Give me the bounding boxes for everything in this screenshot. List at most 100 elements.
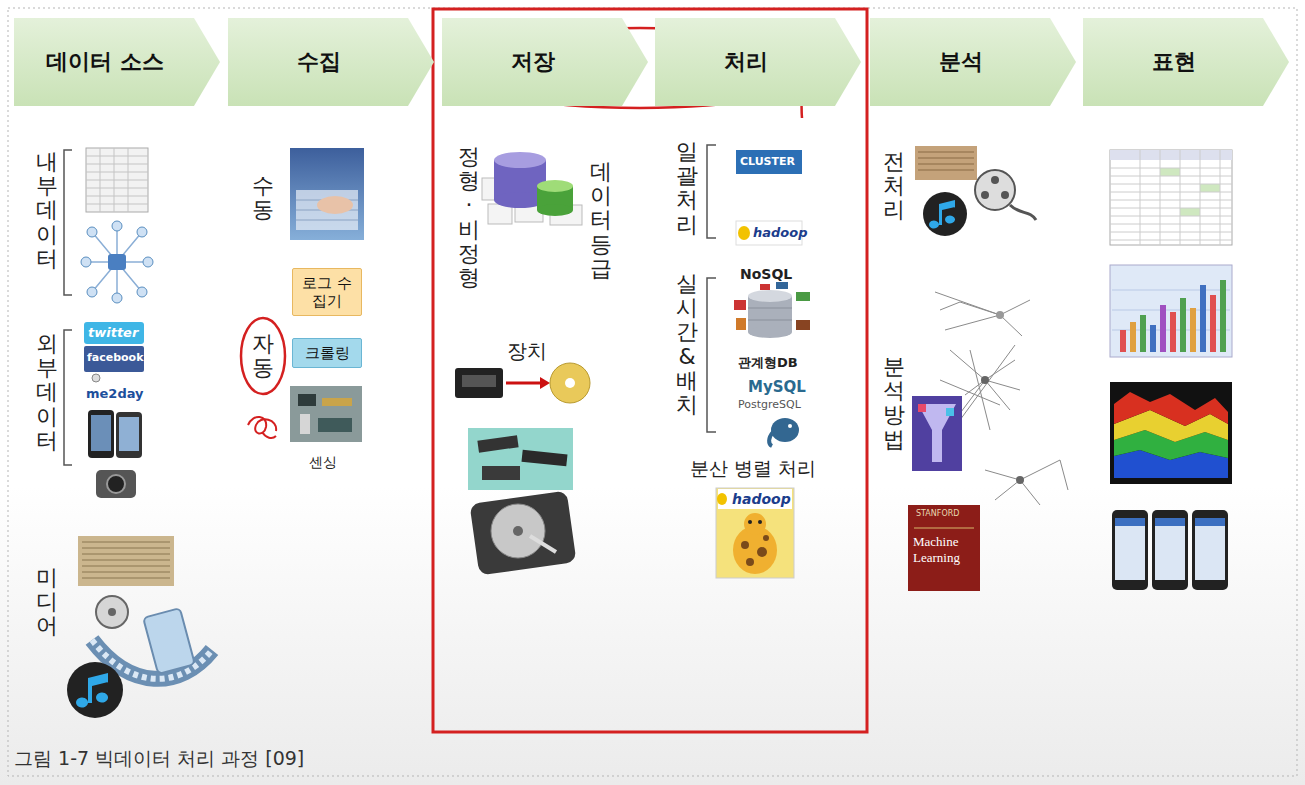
- process-chevron: 데이터 소스: [14, 18, 220, 106]
- vertical-label: 수동: [252, 174, 274, 222]
- node-text: 분석: [939, 49, 983, 75]
- spreadsheet-image: [1110, 150, 1232, 245]
- network-image: [87, 227, 97, 237]
- network-image: [108, 254, 126, 270]
- network-image: [86, 226, 148, 298]
- phone-image: [88, 410, 142, 458]
- sensor-board-image: [322, 398, 352, 406]
- red-annotation: [241, 9, 867, 732]
- logo-text: twitter: [88, 325, 138, 340]
- mobile-screen-image: [1115, 518, 1145, 580]
- preprocess-image: [929, 200, 955, 228]
- analysis-image: [981, 376, 989, 384]
- phone-image: [116, 412, 142, 458]
- data-table-image: [86, 148, 148, 212]
- laptop-image: [290, 148, 364, 240]
- storage-device-image: [550, 363, 590, 403]
- node-text: 저장: [511, 49, 555, 75]
- surface-plot-image: [1114, 392, 1228, 426]
- preprocess-image: [915, 146, 1036, 236]
- node-text: 데이터 소스: [46, 49, 164, 75]
- chevron-shape: [870, 18, 1076, 106]
- preprocess-image: [1001, 191, 1009, 199]
- mobile-screen-image: [1112, 510, 1228, 590]
- software-logo: [738, 226, 750, 240]
- logo-text: PostgreSQL: [738, 398, 801, 411]
- spreadsheet-image: [1110, 150, 1232, 245]
- spreadsheet-image: [1180, 208, 1200, 216]
- hadoop-giraffe-image: [763, 535, 769, 541]
- analysis-image: [1016, 476, 1024, 484]
- method-box: 크롤링: [292, 338, 362, 368]
- method-box: 로그 수집기: [292, 268, 362, 316]
- mobile-screen-image: [1115, 518, 1145, 526]
- camera-image: [96, 470, 136, 498]
- bar-chart-image: [1120, 330, 1126, 352]
- mobile-screen-image: [1192, 510, 1228, 590]
- process-chevron: 분석: [870, 18, 1076, 106]
- storage-device-image: [468, 428, 573, 490]
- logo-text: hadoop: [732, 491, 791, 507]
- logo-text: NoSQL: [740, 266, 792, 282]
- analysis-image: [935, 292, 1030, 336]
- logo-text: facebook: [87, 351, 144, 364]
- surface-plot-image: [1110, 382, 1232, 484]
- chevron-shape: [655, 18, 861, 106]
- vertical-label: 데이터 등급: [590, 160, 612, 281]
- preprocess-image: [1010, 205, 1036, 220]
- software-logo: [734, 300, 746, 310]
- mobile-screen-image: [1152, 510, 1188, 590]
- software-logo: [748, 308, 792, 320]
- process-chevron: 처리: [655, 18, 861, 106]
- bar-chart-image: [1150, 325, 1156, 352]
- storage-device-image: [477, 435, 518, 452]
- laptop-image: [290, 148, 364, 240]
- software-logo: [748, 326, 792, 338]
- social-logo: [84, 322, 144, 344]
- phone-image: [119, 417, 139, 451]
- network-image: [81, 221, 153, 303]
- preprocess-image: [981, 191, 989, 199]
- media-image: [67, 662, 123, 718]
- vertical-label: 분석 방법: [883, 355, 905, 452]
- bar-chart-image: [1180, 298, 1186, 352]
- spreadsheet-image: [1110, 150, 1232, 160]
- social-logo: [84, 346, 144, 372]
- mobile-screen-image: [1195, 518, 1225, 526]
- process-chevron: 수집: [228, 18, 434, 106]
- software-logo: [736, 318, 746, 330]
- chevron-shape: [228, 18, 434, 106]
- hadoop-giraffe-image: [716, 488, 794, 578]
- sensor-board-image: [318, 418, 352, 432]
- bar-chart-image: [1140, 315, 1146, 352]
- chevron-shape: [442, 18, 648, 106]
- media-image: [76, 673, 108, 708]
- media-image: [67, 536, 212, 718]
- camera-image: [96, 470, 136, 498]
- software-logo: [771, 418, 799, 442]
- laptop-image: [317, 196, 353, 214]
- storage-device-image: [462, 375, 496, 387]
- mobile-screen-image: [1155, 518, 1185, 580]
- text-label: 센싱: [309, 454, 337, 472]
- hadoop-giraffe-image: [717, 493, 727, 505]
- media-image: [82, 542, 170, 578]
- phone-image: [88, 410, 114, 458]
- surface-plot-image: [1110, 382, 1232, 484]
- vertical-label: 내부 데이터: [36, 150, 58, 271]
- database-image: [537, 204, 573, 216]
- phone-image: [91, 415, 111, 451]
- hadoop-giraffe-image: [718, 489, 792, 509]
- social-logo: [92, 374, 100, 382]
- sensor-board-image: [290, 386, 362, 442]
- bar-chart-image: [1210, 295, 1216, 352]
- bar-chart-image: [1130, 322, 1136, 352]
- red-annotation: [241, 318, 285, 394]
- preprocess-image: [918, 152, 974, 170]
- bar-chart-image: [1220, 280, 1226, 352]
- bracket: [707, 278, 716, 432]
- vertical-label: 자동: [252, 332, 274, 380]
- chevron-shape: [1083, 18, 1289, 106]
- figure-caption: 그림 1-7 빅데이터 처리 과정 [09]: [14, 746, 304, 772]
